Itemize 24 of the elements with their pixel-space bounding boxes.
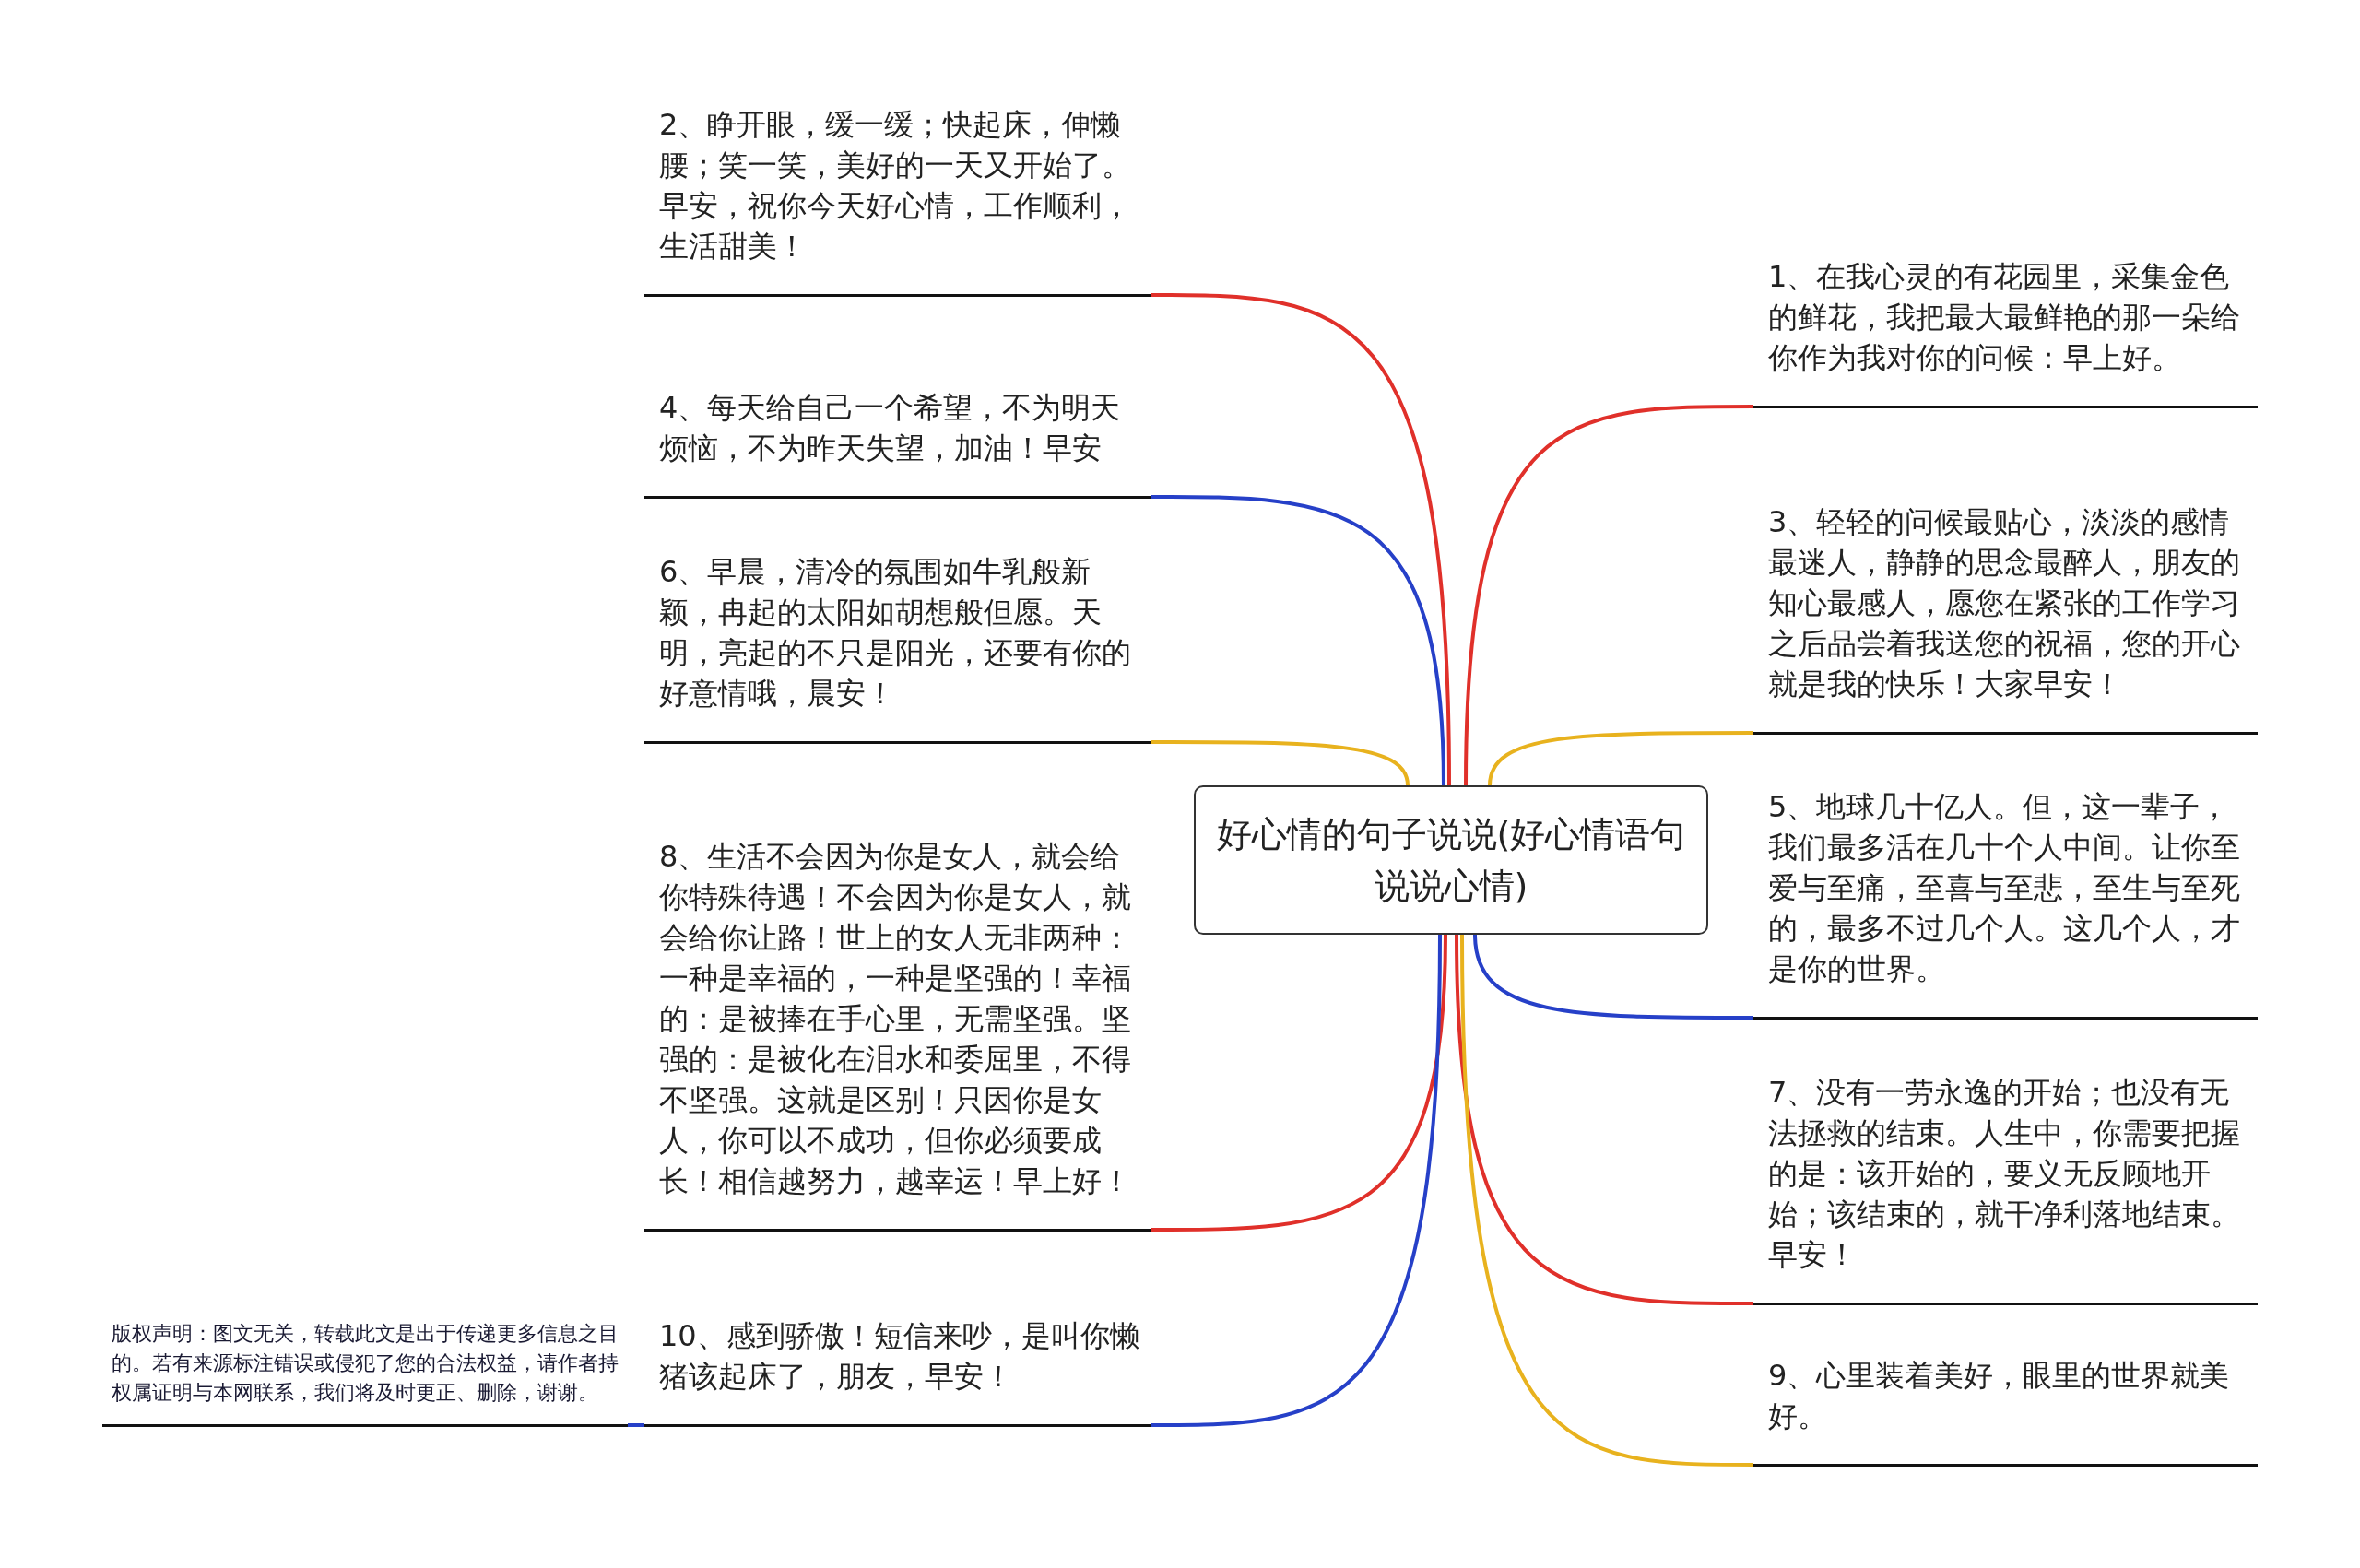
branch-connector	[628, 1423, 644, 1427]
central-topic-box	[1194, 785, 1708, 935]
topic-text: 8、生活不会因为你是女人，就会给你特殊待遇！不会因为你是女人，就会给你让路！世上的女人无非两种：一种是幸福的，一种是坚强的！幸福的：是被捧在手心里，无需坚强。坚强的：是被化在泪水和委屈里，不得不坚强。这就是区别！只因你是女人，你可以不成功，但你必须要成长！相信越努力，越幸运！早上好！	[659, 837, 1132, 1200]
topic-text: 1、在我心灵的有花园里，采集金色的鲜花，我把最大最鲜艳的那一朵给你作为我对你的问候：早上好。	[1768, 257, 2241, 377]
topic-text: 10、感到骄傲！短信来吵，是叫你懒猪该起床了，朋友，早安！	[659, 1316, 1140, 1396]
branch-connector	[1151, 495, 1446, 786]
branch-connector	[1473, 934, 1753, 1020]
topic-text: 6、早晨，清冷的氛围如牛乳般新颖，冉起的太阳如胡想般但愿。天明，亮起的不只是阳光，还要有你的好意情哦，晨安！	[659, 552, 1132, 713]
topic-text: 版权声明：图文无关，转载此文是出于传递更多信息之目的。若有来源标注错误或侵犯了您的合法权益，请作者持权属证明与本网联系，我们将及时更正、删除，谢谢。	[112, 1320, 619, 1406]
branch-connector	[1151, 934, 1447, 1232]
branch-connector	[1151, 293, 1451, 786]
topic-text: 2、睁开眼，缓一缓；快起床，伸懒腰；笑一笑，美好的一天又开始了。早安，祝你今天好心情，工作顺利，生活甜美！	[659, 105, 1132, 265]
topic-text: 3、轻轻的问候最贴心，淡淡的感情最迷人，静静的思念最醉人，朋友的知心最感人，愿您在紧张的工作学习之后品尝着我送您的祝福，您的开心就是我的快乐！大家早安！	[1768, 502, 2241, 703]
branch-connector	[1151, 934, 1442, 1427]
topic-text: 5、地球几十亿人。但，这一辈子，我们最多活在几十个人中间。让你至爱与至痛，至喜与至悲，至生与至死的，最多不过几个人。这几个人，才是你的世界。	[1768, 787, 2241, 988]
topic-text: 4、每天给自己一个希望，不为明天烦恼，不为昨天失望，加油！早安	[659, 388, 1122, 467]
branch-connector	[1460, 934, 1753, 1467]
branch-connector	[1455, 934, 1753, 1305]
branch-connector	[1488, 731, 1753, 786]
topic-text: 7、没有一劳永逸的开始；也没有无法拯救的结束。人生中，你需要把握的是：该开始的，要义无反顾地开始；该结束的，就干净利落地结束。早安！	[1768, 1073, 2241, 1274]
topic-text: 好心情的句子说说(好心情语句说说心情)	[1215, 813, 1687, 908]
topic-text: 9、心里装着美好，眼里的世界就美好。	[1768, 1356, 2231, 1435]
branch-connector	[1151, 740, 1410, 786]
branch-connector	[1464, 405, 1753, 786]
